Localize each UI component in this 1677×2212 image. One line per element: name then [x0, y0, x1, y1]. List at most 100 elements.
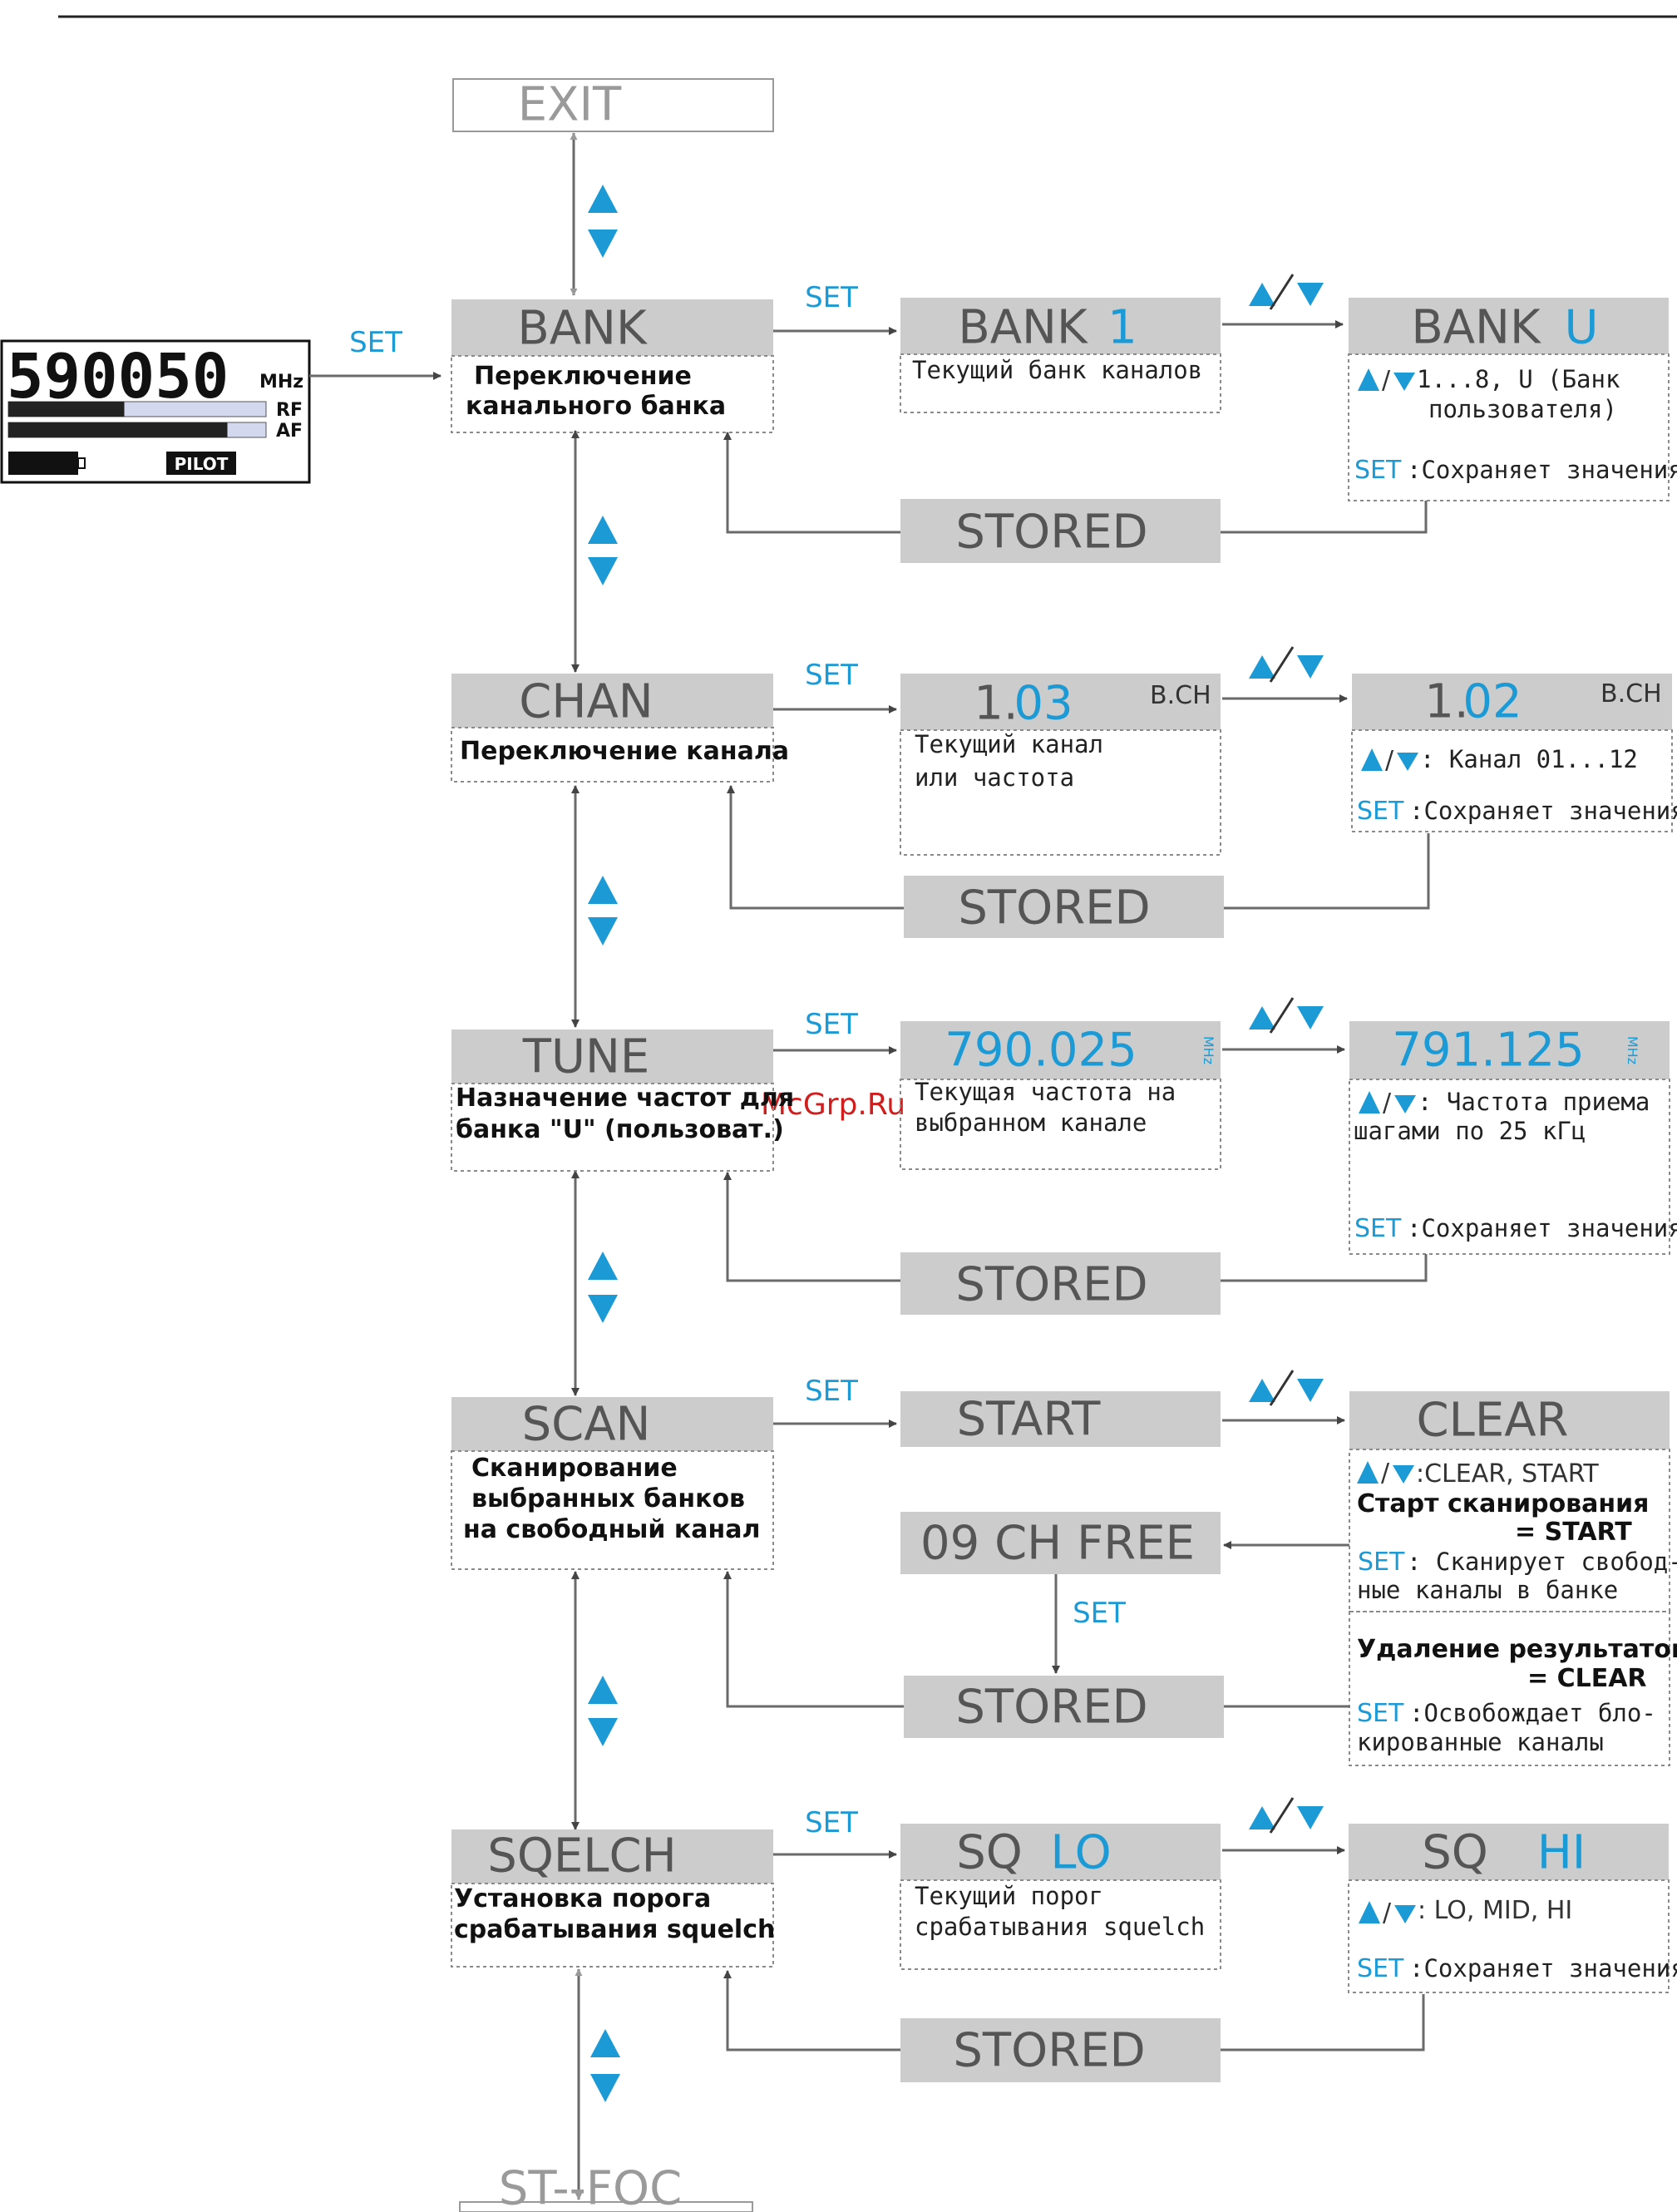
scan-clear-head: Удаление результатов — [1357, 1635, 1677, 1664]
tune-current-value: 790.025 — [945, 1024, 1137, 1078]
bank-edit-desc-2: пользователя) — [1428, 395, 1617, 423]
chan-node[interactable]: CHAN Переключение канала — [451, 674, 789, 783]
sq-stored-node: STORED — [900, 2018, 1221, 2082]
scan-clear-node[interactable]: CLEAR / :CLEAR, START Старт сканирования… — [1349, 1391, 1677, 1766]
set-label: SET — [805, 1008, 858, 1041]
up-down-icon — [1249, 1797, 1324, 1834]
exit-title: EXIT — [518, 78, 622, 132]
scan-start-node[interactable]: START — [900, 1391, 1221, 1447]
chan-current-value: 03 — [1014, 677, 1073, 731]
sq-set-prefix: SET — [1357, 1954, 1404, 1983]
sq-set-text: :Сохраняет значения — [1409, 1954, 1677, 1982]
tune-set-text: :Сохраняет значения — [1407, 1214, 1677, 1242]
bank-node[interactable]: BANK Переключение канального банка — [451, 299, 774, 433]
tune-current-node[interactable]: 790.025 MHz Текущая частота на выбранном… — [900, 1021, 1221, 1170]
sqelch-desc-1: Установка порога — [454, 1884, 711, 1913]
stored-label: STORED — [958, 881, 1150, 936]
exit-node[interactable] — [452, 78, 774, 132]
set-label: SET — [805, 659, 858, 692]
tune-set-prefix: SET — [1354, 1214, 1402, 1243]
stfoc-node[interactable] — [459, 2201, 753, 2212]
scan-stored-node: STORED — [904, 1676, 1224, 1738]
sqelch-desc-2: срабатывания squelch — [454, 1915, 775, 1944]
up-down-icon — [588, 1676, 618, 1746]
chan-current-desc-2: или частота — [915, 763, 1074, 792]
scan-clear-set-1: :Освобождает бло- — [1409, 1699, 1656, 1727]
sq-current-node[interactable]: SQ LO Текущий порог срабатывания squelch — [900, 1824, 1221, 1970]
chan-edit-value: 02 — [1462, 675, 1522, 729]
svg-text:/: / — [1383, 1089, 1392, 1118]
lcd-frequency: 590050 — [7, 341, 229, 412]
battery-icon — [8, 452, 78, 475]
scan-start-set-prefix: SET — [1358, 1548, 1405, 1577]
set-label: SET — [805, 281, 858, 314]
scan-opt: :CLEAR, START — [1416, 1459, 1599, 1489]
up-down-icon — [588, 1252, 618, 1323]
tune-node[interactable]: TUNE Назначение частот для банка "U" (по… — [451, 1029, 794, 1172]
chan-current-tag: B.CH — [1150, 681, 1211, 710]
tune-desc-1: Назначение частот для — [456, 1084, 794, 1113]
bank-current-node[interactable]: BANK 1 Текущий банк каналов — [900, 298, 1221, 413]
set-label: SET — [1073, 1597, 1126, 1630]
stored-label: STORED — [955, 506, 1147, 560]
up-down-icon — [1249, 997, 1324, 1034]
sq-current-desc-2: срабатывания squelch — [915, 1913, 1205, 1941]
scan-start-title: START — [957, 1393, 1102, 1447]
chan-edit-prefix: 1. — [1424, 675, 1468, 729]
chan-set-prefix: SET — [1357, 797, 1404, 826]
stored-label: STORED — [955, 1258, 1147, 1312]
sqelch-node[interactable]: SQELCH Установка порога срабатывания squ… — [451, 1829, 775, 1968]
stored-label: STORED — [953, 2024, 1145, 2078]
chan-current-node[interactable]: 1. 03 B.CH Текущий канал или частота — [900, 674, 1221, 856]
lcd-pilot: PILOT — [175, 454, 229, 474]
bank-desc-1: Переключение — [474, 362, 692, 391]
scan-start-set-2: ные каналы в банке — [1357, 1576, 1618, 1604]
up-down-icon — [588, 876, 618, 946]
svg-text:/: / — [1381, 1459, 1390, 1488]
sq-edit-node[interactable]: SQ HI / : LO, MID, HI SET :Сохраняет зна… — [1348, 1824, 1677, 1993]
up-down-icon — [1249, 1370, 1324, 1406]
chan-set-text: :Сохраняет значения — [1409, 797, 1677, 825]
tune-stored-node: STORED — [900, 1252, 1221, 1315]
bank-current-title: BANK — [958, 301, 1088, 355]
chan-title: CHAN — [519, 675, 653, 729]
up-down-icon — [1249, 646, 1324, 683]
bank-title: BANK — [517, 302, 648, 356]
tune-desc-2: банка "U" (пользоват.) — [456, 1115, 784, 1144]
bank-edit-desc-1: 1...8, U (Банк — [1417, 365, 1620, 393]
scan-node[interactable]: SCAN Сканирование выбранных банков на св… — [451, 1397, 774, 1570]
tune-edit-node[interactable]: 791.125 MHz / : Частота приема шагами по… — [1349, 1021, 1677, 1255]
scan-clear-eq: = CLEAR — [1527, 1664, 1647, 1693]
bank-desc-2: канального банка — [466, 392, 726, 421]
tune-title: TUNE — [522, 1030, 649, 1084]
sq-edit-title: SQ — [1422, 1826, 1488, 1880]
chan-current-desc-1: Текущий канал — [915, 730, 1103, 758]
sq-current-title: SQ — [956, 1826, 1023, 1880]
rf-level-bar — [8, 402, 125, 417]
chan-edit-node[interactable]: 1. 02 B.CH / : Канал 01...12 SET :Сохран… — [1351, 674, 1677, 832]
bank-current-value: 1 — [1107, 301, 1137, 355]
tune-current-desc-1: Текущая частота на — [915, 1078, 1176, 1106]
bank-current-desc: Текущий банк каналов — [912, 356, 1202, 384]
sq-current-desc-1: Текущий порог — [915, 1882, 1103, 1910]
scan-start-head: Старт сканирования — [1357, 1489, 1649, 1518]
af-level-bar — [8, 422, 228, 437]
scan-start-eq: = START — [1515, 1518, 1632, 1547]
scan-clear-set-prefix: SET — [1357, 1699, 1404, 1728]
lcd-af-label: AF — [276, 421, 303, 442]
watermark: McGrp.Ru — [761, 1088, 905, 1122]
scan-free-node: 09 CH FREE — [900, 1512, 1221, 1574]
tune-edit-value: 791.125 — [1392, 1024, 1585, 1078]
tune-current-unit: MHz — [1201, 1036, 1216, 1064]
sq-current-value: LO — [1050, 1826, 1111, 1880]
lcd-display: 590050 MHz RF AF PILOT — [0, 339, 311, 484]
up-down-icon — [588, 516, 618, 585]
chan-stored-node: STORED — [904, 876, 1224, 938]
bank-edit-title: BANK — [1411, 301, 1541, 355]
set-label: SET — [805, 1806, 858, 1839]
bank-edit-node[interactable]: BANK U / 1...8, U (Банк пользователя) SE… — [1348, 298, 1677, 501]
scan-clear-title: CLEAR — [1417, 1394, 1569, 1448]
bank-set-text: :Сохраняет значения — [1407, 456, 1677, 484]
scan-free-title: 09 CH FREE — [920, 1517, 1195, 1571]
